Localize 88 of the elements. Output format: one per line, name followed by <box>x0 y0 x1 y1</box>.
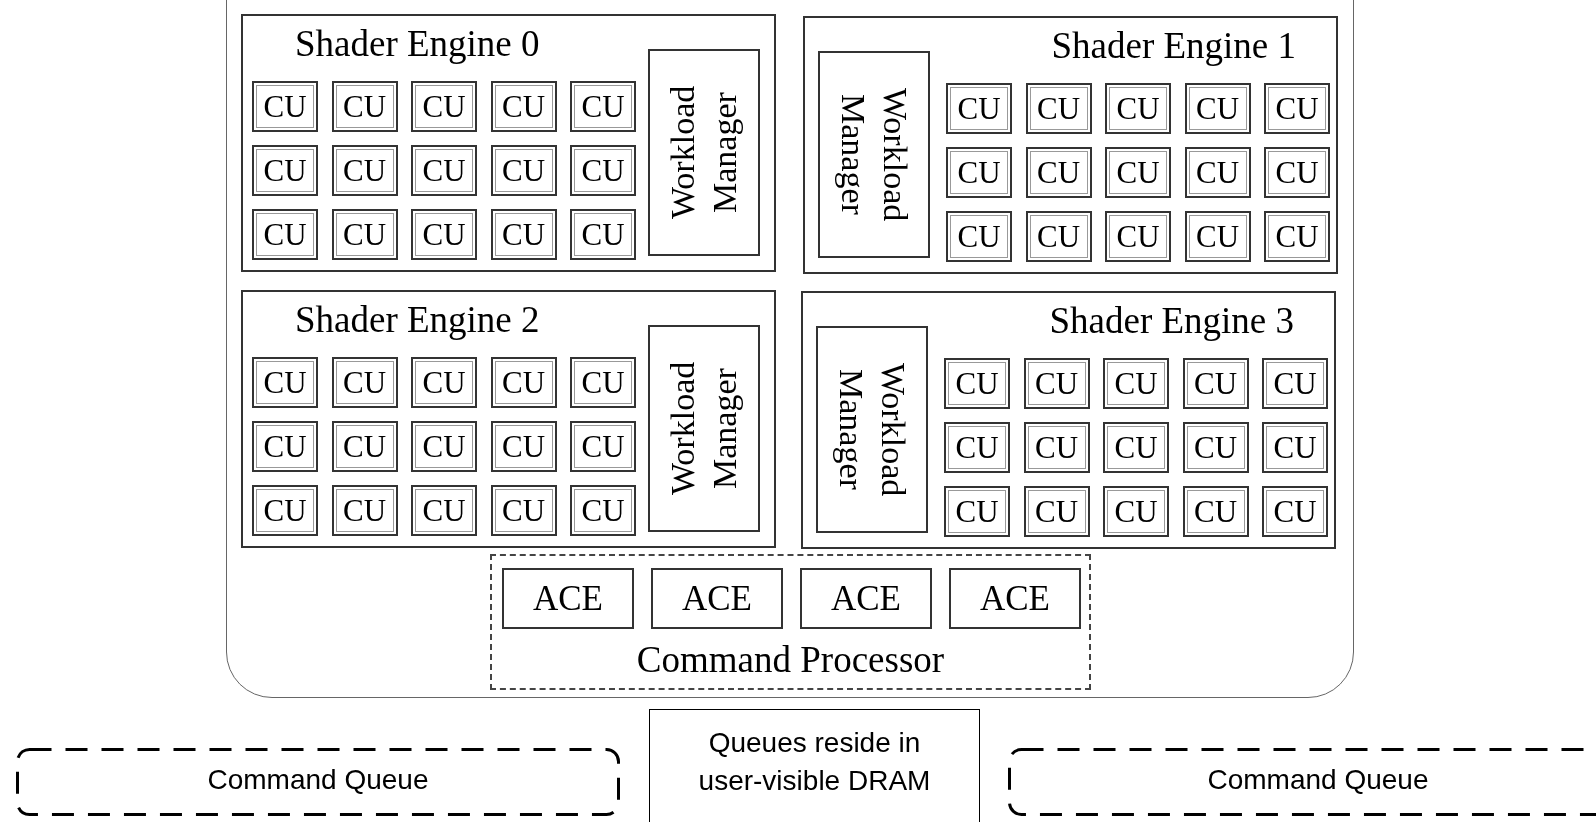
compute-unit-box: CU <box>252 145 318 196</box>
compute-unit-box: CU <box>1264 147 1330 198</box>
compute-unit-box: CU <box>944 358 1010 409</box>
compute-unit-box: CU <box>1182 422 1249 473</box>
compute-unit-box: CU <box>1023 486 1090 537</box>
compute-unit-box: CU <box>1103 358 1169 409</box>
compute-unit-box: CU <box>490 145 557 196</box>
compute-unit-box: CU <box>490 209 557 260</box>
compute-unit-box: CU <box>1184 83 1251 134</box>
chip-outline <box>226 0 1354 698</box>
ace-box: ACE <box>651 568 783 629</box>
compute-unit-box: CU <box>411 357 477 408</box>
workload-manager-box <box>648 325 760 532</box>
compute-unit-box: CU <box>1105 147 1171 198</box>
compute-unit-box: CU <box>946 211 1012 262</box>
ace-box: ACE <box>949 568 1081 629</box>
compute-unit-box: CU <box>946 83 1012 134</box>
workload-manager-box <box>816 326 928 533</box>
compute-unit-box: CU <box>252 421 318 472</box>
compute-unit-box: CU <box>570 421 636 472</box>
compute-unit-box: CU <box>490 421 557 472</box>
compute-unit-box: CU <box>570 485 636 536</box>
compute-unit-box: CU <box>1184 147 1251 198</box>
compute-unit-box: CU <box>1025 83 1092 134</box>
workload-manager-label: Workload Manager <box>663 360 744 498</box>
shader-engine-panel <box>241 290 776 548</box>
compute-unit-box: CU <box>944 486 1010 537</box>
workload-manager-label: Workload Manager <box>834 86 915 224</box>
compute-unit-box: CU <box>411 485 477 536</box>
command-processor-label: Command Processor <box>635 638 946 682</box>
compute-unit-box: CU <box>331 421 398 472</box>
dram-note-box: Queues reside in user-visible DRAM <box>649 709 980 822</box>
compute-unit-box: CU <box>490 81 557 132</box>
shader-engine-panel <box>241 14 776 272</box>
panel-title: Shader Engine 1 <box>1051 24 1296 68</box>
compute-unit-box: CU <box>1105 83 1171 134</box>
compute-unit-box: CU <box>570 145 636 196</box>
compute-unit-box: CU <box>411 421 477 472</box>
panel-title: Shader Engine 2 <box>295 298 540 342</box>
compute-unit-box: CU <box>331 145 398 196</box>
shader-engine-panel <box>801 291 1336 549</box>
workload-manager-box <box>818 51 930 258</box>
shader-engine-panel <box>803 16 1338 274</box>
compute-unit-box: CU <box>1105 211 1171 262</box>
compute-unit-box: CU <box>1103 422 1169 473</box>
compute-unit-box: CU <box>1103 486 1169 537</box>
workload-manager-label: Workload Manager <box>663 84 744 222</box>
workload-manager-label: Workload Manager <box>832 361 913 499</box>
compute-unit-box: CU <box>411 81 477 132</box>
ace-box: ACE <box>800 568 932 629</box>
compute-unit-box: CU <box>570 357 636 408</box>
compute-unit-box: CU <box>944 422 1010 473</box>
compute-unit-box: CU <box>1025 147 1092 198</box>
compute-unit-box: CU <box>570 209 636 260</box>
command-queue-box <box>1008 748 1596 816</box>
workload-manager-box <box>648 49 760 256</box>
compute-unit-box: CU <box>411 209 477 260</box>
compute-unit-box: CU <box>946 147 1012 198</box>
compute-unit-box: CU <box>252 357 318 408</box>
panel-title: Shader Engine 0 <box>295 22 540 66</box>
compute-unit-box: CU <box>1264 83 1330 134</box>
compute-unit-box: CU <box>1262 422 1328 473</box>
compute-unit-box: CU <box>490 357 557 408</box>
compute-unit-box: CU <box>1182 358 1249 409</box>
compute-unit-box: CU <box>1023 422 1090 473</box>
compute-unit-box: CU <box>252 485 318 536</box>
compute-unit-box: CU <box>1025 211 1092 262</box>
compute-unit-box: CU <box>1182 486 1249 537</box>
command-processor-box <box>490 554 1091 690</box>
compute-unit-box: CU <box>570 81 636 132</box>
compute-unit-box: CU <box>331 209 398 260</box>
compute-unit-box: CU <box>1262 486 1328 537</box>
queue-label: Command Queue <box>206 763 430 797</box>
queue-label: Command Queue <box>1206 763 1430 797</box>
compute-unit-box: CU <box>331 81 398 132</box>
compute-unit-box: CU <box>411 145 477 196</box>
compute-unit-box: CU <box>490 485 557 536</box>
panel-title: Shader Engine 3 <box>1049 299 1294 343</box>
compute-unit-box: CU <box>1023 358 1090 409</box>
compute-unit-box: CU <box>1184 211 1251 262</box>
compute-unit-box: CU <box>252 81 318 132</box>
compute-unit-box: CU <box>331 357 398 408</box>
command-queue-box <box>16 748 620 816</box>
compute-unit-box: CU <box>1262 358 1328 409</box>
compute-unit-box: CU <box>252 209 318 260</box>
compute-unit-box: CU <box>1264 211 1330 262</box>
compute-unit-box: CU <box>331 485 398 536</box>
ace-box: ACE <box>502 568 634 629</box>
